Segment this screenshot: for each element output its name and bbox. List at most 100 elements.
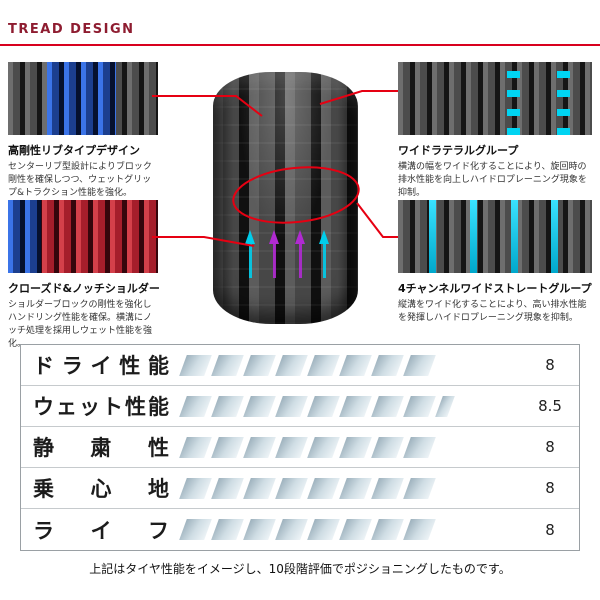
rating-bar — [179, 477, 521, 499]
rating-value: 8 — [545, 479, 555, 497]
rating-label: ドライ性能 — [33, 354, 169, 378]
rating-segment — [403, 395, 436, 417]
rating-segment — [179, 436, 212, 458]
section-title: TREAD DESIGN — [8, 22, 135, 37]
rating-segment — [403, 477, 436, 499]
rating-bar — [179, 519, 521, 541]
tread-image-shoulder — [8, 200, 158, 273]
rating-segment — [307, 354, 340, 376]
feature-title: 4チャンネルワイドストレートグループ — [398, 282, 592, 295]
water-flow-arrow-icon — [319, 230, 329, 278]
tread-image-lateral-groove — [398, 62, 592, 135]
rating-segment — [243, 519, 276, 540]
arrow-tail — [322, 244, 326, 278]
rating-value: 8.5 — [538, 397, 562, 415]
rating-value: 8 — [545, 438, 555, 456]
cyan-groove-highlight — [429, 200, 437, 273]
rating-label: 静粛性 — [33, 436, 169, 460]
rating-segment — [211, 354, 244, 376]
feature-title: ワイドラテラルグループ — [398, 144, 519, 157]
rating-segment — [243, 477, 276, 499]
feature-title: クローズド&ノッチショルダー — [8, 282, 160, 295]
feature-shoulder: クローズド&ノッチショルダー ショルダーブロックの剛性を強化しハンドリング性能を… — [8, 200, 160, 351]
rating-segment — [211, 436, 244, 458]
rating-segment — [307, 395, 340, 417]
rating-segment — [179, 519, 212, 540]
tread-image-center-rib — [8, 62, 158, 135]
table-row: ドライ性能 8 — [21, 345, 579, 386]
feature-description: 縦溝をワイド化することにより、高い排水性能を発揮しハイドロプレーニング現象を抑制… — [398, 300, 587, 324]
rating-segment — [339, 436, 372, 458]
table-row: ライフ 8 — [21, 509, 579, 550]
feature-description: 横溝の幅をワイド化することにより、旋回時の排水性能を向上しハイドロプレーニング現… — [398, 162, 587, 199]
rating-segment — [339, 519, 372, 540]
blue-highlight-band — [47, 62, 116, 135]
table-row: 乗心地 8 — [21, 468, 579, 509]
rating-segment — [211, 519, 244, 540]
rating-bar — [179, 354, 521, 376]
rating-segment — [211, 477, 244, 499]
rating-segment — [179, 477, 212, 499]
tread-design-section: TREAD DESIGN 高剛性リブタイプデザイン センターリブ型設計によりブロ… — [0, 22, 600, 349]
rating-segment — [371, 519, 404, 540]
arrow-up-icon — [295, 230, 305, 244]
rating-bar — [179, 436, 521, 458]
title-underline — [0, 44, 600, 46]
table-row: ウェット性能 8.5 — [21, 386, 579, 427]
rating-segment — [275, 395, 308, 417]
rating-segment — [243, 436, 276, 458]
table-row: 静粛性 8 — [21, 427, 579, 468]
rating-segment — [307, 519, 340, 540]
rating-footnote: 上記はタイヤ性能をイメージし、10段階評価でポジショニングしたものです。 — [89, 562, 511, 576]
rating-segment — [339, 477, 372, 499]
cyan-highlight-dashes — [506, 62, 520, 135]
rating-label: ウェット性能 — [33, 395, 169, 419]
rating-segment-half — [435, 395, 455, 417]
rating-segment — [179, 395, 212, 417]
cyan-groove-highlight — [510, 200, 518, 273]
rating-segment — [211, 395, 244, 417]
rating-segment — [275, 519, 308, 540]
arrow-up-icon — [245, 230, 255, 244]
rating-segment — [243, 354, 276, 376]
rating-segment — [339, 354, 372, 376]
cyan-highlight-dashes — [557, 62, 571, 135]
water-flow-arrow-icon — [295, 230, 305, 278]
rating-bar — [179, 395, 521, 417]
feature-straight-groove: 4チャンネルワイドストレートグループ 縦溝をワイド化することにより、高い排水性能… — [398, 200, 592, 325]
rating-segment — [403, 354, 436, 376]
rating-segment — [371, 477, 404, 499]
rating-segment — [371, 436, 404, 458]
feature-description: センターリブ型設計によりブロック剛性を確保しつつ、ウェットグリップ&トラクション… — [8, 162, 152, 199]
arrow-tail — [298, 244, 302, 278]
feature-lateral-groove: ワイドラテラルグループ 横溝の幅をワイド化することにより、旋回時の排水性能を向上… — [398, 62, 592, 200]
feature-center-rib: 高剛性リブタイプデザイン センターリブ型設計によりブロック剛性を確保しつつ、ウェ… — [8, 62, 158, 200]
feature-title: 高剛性リブタイプデザイン — [8, 144, 140, 157]
rating-segment — [275, 436, 308, 458]
arrow-up-icon — [269, 230, 279, 244]
arrow-tail — [272, 244, 276, 278]
rating-segment — [275, 477, 308, 499]
rating-segment — [403, 519, 436, 540]
rating-value: 8 — [545, 520, 555, 539]
water-flow-arrow-icon — [245, 230, 255, 278]
rating-segment — [307, 477, 340, 499]
rating-segment — [307, 436, 340, 458]
rating-segment — [403, 436, 436, 458]
rating-segment — [243, 395, 276, 417]
rating-segment — [339, 395, 372, 417]
blue-highlight-band — [8, 200, 41, 273]
tread-image-straight-groove — [398, 200, 592, 273]
feature-description: ショルダーブロックの剛性を強化しハンドリング性能を確保。横溝にノッチ処理を採用し… — [8, 300, 153, 350]
tire-tread-photo — [213, 72, 358, 324]
performance-rating-table: ドライ性能 8 ウェット性能 8.5 静粛性 8 乗心地 8 ライフ 8 — [20, 344, 580, 551]
arrow-up-icon — [319, 230, 329, 244]
rating-value: 8 — [545, 356, 555, 374]
cyan-groove-highlight — [469, 200, 477, 273]
arrow-tail — [248, 244, 252, 278]
rating-segment — [179, 354, 212, 376]
rating-label: ライフ — [33, 518, 169, 543]
rating-label: 乗心地 — [33, 477, 169, 501]
rating-segment — [371, 354, 404, 376]
rating-segment — [371, 395, 404, 417]
